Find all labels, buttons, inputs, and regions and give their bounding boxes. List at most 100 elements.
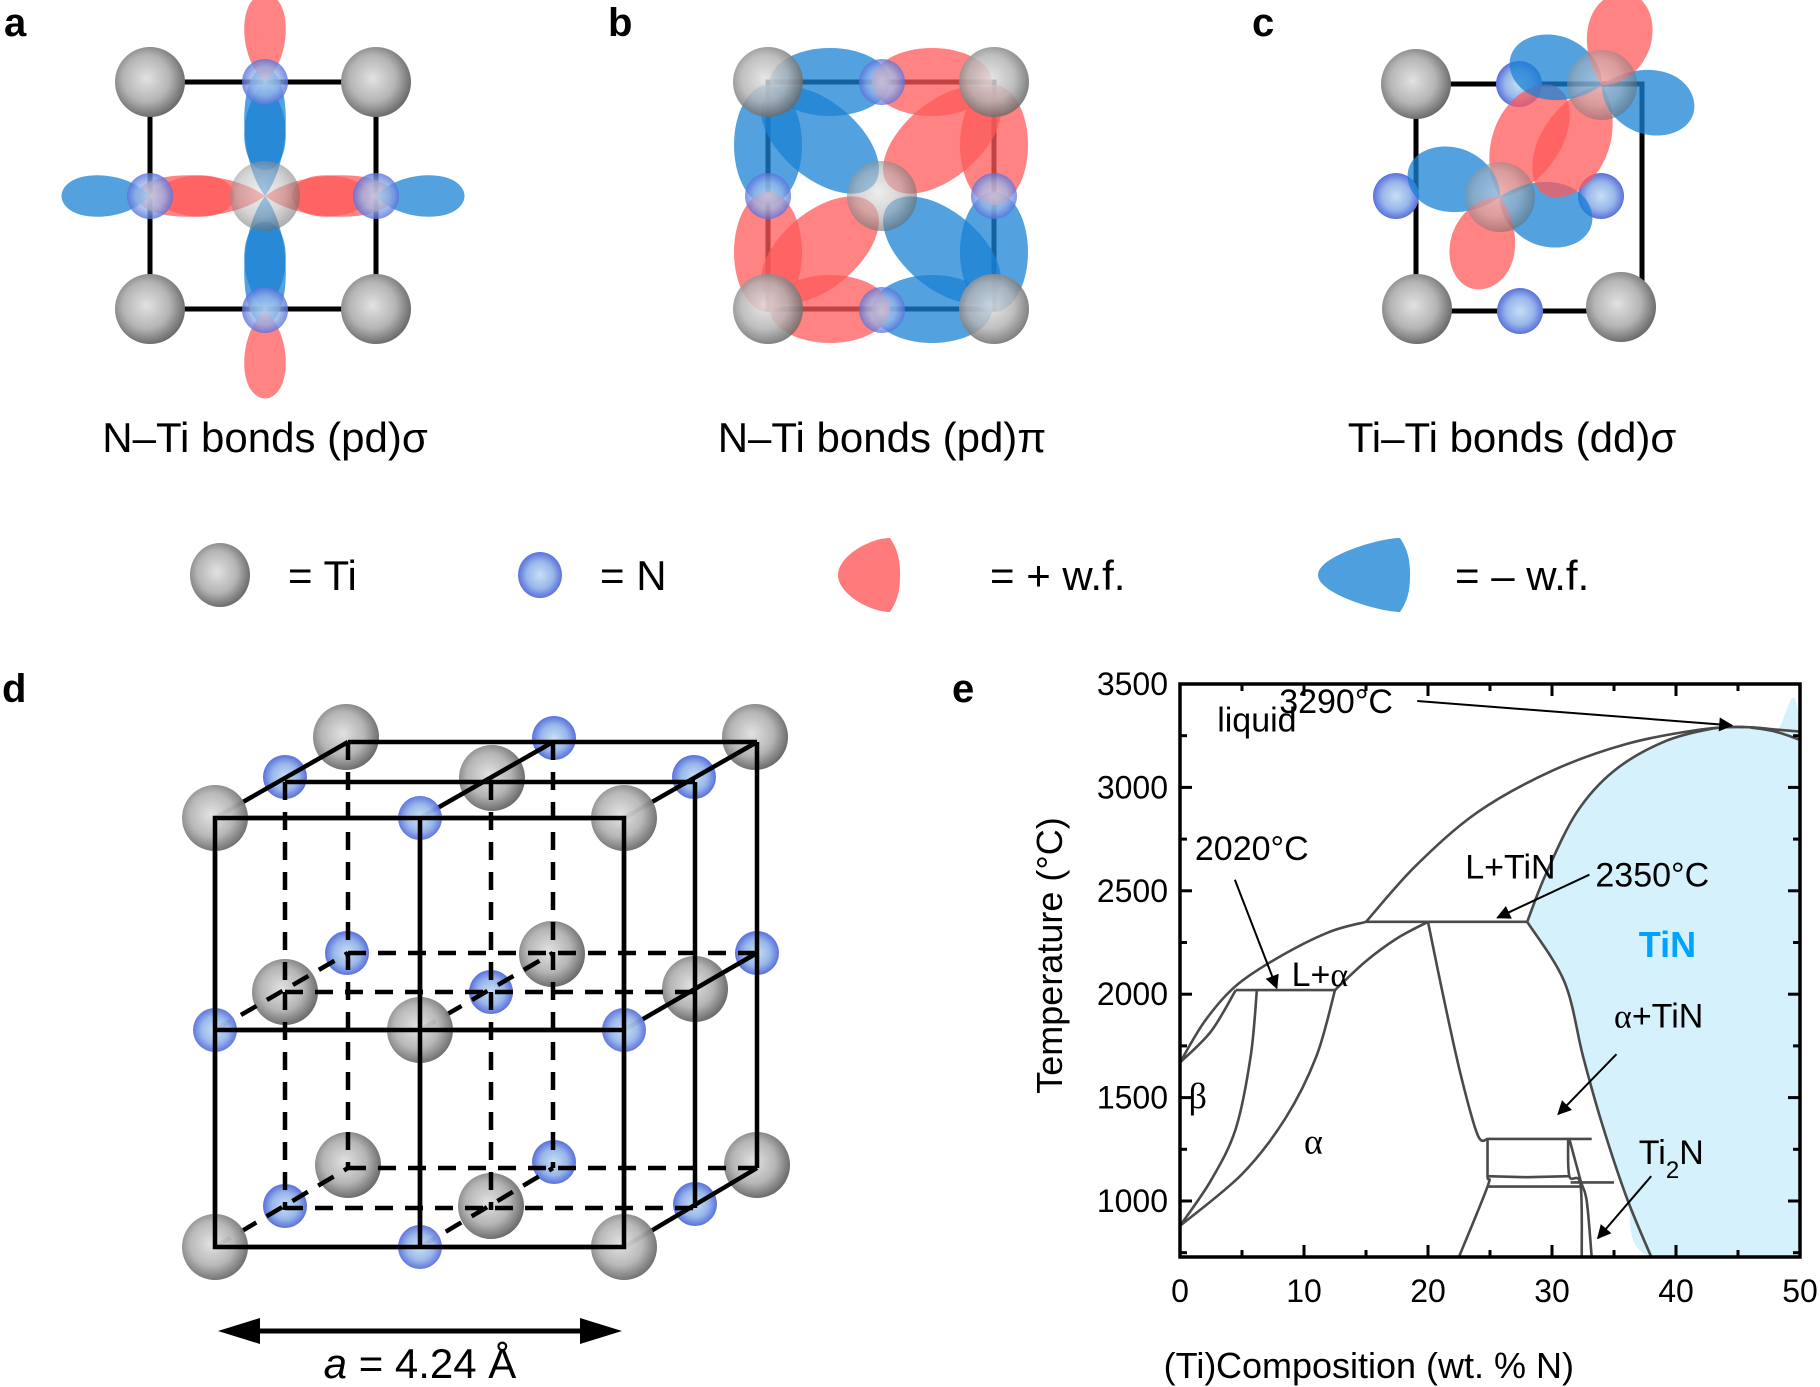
ti-atom [341,47,411,117]
y-axis-title: Temperature (°C) [1029,817,1070,1093]
n-atom [859,59,905,105]
panel-c-orbitals [1395,0,1707,302]
panel-c-caption: Ti–Ti bonds (dd)σ [1348,414,1677,461]
panel-e-letter: e [952,667,974,711]
y-tick-label: 1000 [1097,1183,1168,1219]
ti-atom [313,704,379,770]
temperature-annotation: 2020°C [1195,830,1309,868]
panel-c: c Ti–Ti bonds (dd)σ [1252,0,1707,461]
tin-region [1527,697,1800,1257]
n-atom [1497,288,1543,334]
panel-b-orbitals [734,48,1028,343]
ti-atom [341,274,411,344]
panel-c-letter: c [1252,1,1274,45]
legend-item-n: = N [518,552,667,599]
legend-n-label: = N [600,552,667,599]
ti-atom [733,47,803,117]
region-label: α [1304,1121,1323,1161]
panel-b-caption: N–Ti bonds (pd)π [718,414,1047,461]
panel-d-letter: d [2,667,26,711]
n-atom [353,173,399,219]
phase-boundary-alpha-solidus [1334,920,1429,992]
x-tick-label: 40 [1658,1273,1694,1309]
panel-d-dashed-edges [213,742,757,1249]
annotation-arrow [1233,879,1279,990]
ti-atom [959,274,1029,344]
x-axis-title: Composition (wt. % N) [1216,1345,1574,1386]
lattice-symbol: a [324,1340,347,1387]
panel-b-atoms [733,47,1029,344]
region-label: liquid [1217,702,1296,740]
panel-b-letter: b [608,1,632,45]
panel-a: a [4,0,465,461]
ti-atom [1465,162,1535,232]
phase-boundary-beta-transus-upper [1180,989,1259,1227]
negative-wavefunction-icon [1318,538,1410,612]
phase-boundary-tin-top-right [1750,726,1800,742]
ti-atom [115,47,185,117]
panel-d-front-edges-overlay [212,815,627,1250]
n-atom [242,59,288,105]
temperature-annotation: 2350°C [1595,857,1709,895]
y-tick-label: 3500 [1097,666,1168,702]
ti-atom [115,274,185,344]
n-atom-icon [518,552,562,598]
region-label: TiN [1639,924,1696,965]
region-label: β [1189,1076,1207,1116]
n-atom [127,173,173,219]
panel-a-caption: N–Ti bonds (pd)σ [102,414,428,461]
phase-boundary-tin-solidus [1525,725,1745,923]
legend-item-neg: = – w.f. [1318,538,1589,612]
ti-atom [847,161,917,231]
phase-boundary-beta-transus-lower [1180,989,1337,1227]
legend-ti-label: = Ti [288,552,357,599]
panel-d: d [2,667,790,1387]
phase-boundary-liquidus-left [1180,920,1367,1064]
temperature-annotation: 3290°C [1279,683,1393,721]
y-tick-label: 2000 [1097,976,1168,1012]
x-tick-label: 50 [1782,1273,1818,1309]
ti-atom [1382,274,1452,344]
phase-boundary-ti2n-v1 [1566,1138,1584,1257]
region-label: Ti2N [1639,1134,1704,1184]
n-atom [745,173,791,219]
y-tick-label: 3000 [1097,769,1168,805]
annotation-arrow [1557,1053,1618,1116]
ti-atom-icon [190,543,250,607]
lattice-value: = 4.24 Å [347,1340,516,1387]
legend: = Ti = N = + w.f. = – w.f. [190,538,1589,612]
phase-boundary-ti2n-left [1457,1138,1491,1257]
positive-wavefunction-icon [838,538,900,612]
lattice-constant-arrow [218,1318,622,1344]
phase-boundary-beta-liquidus [1180,989,1237,1064]
x-axis-prefix: (Ti) [1164,1345,1217,1386]
phase-boundary-alpha-boundary [1426,921,1489,1143]
panel-a-letter: a [4,1,27,45]
ti-atom [230,161,300,231]
ti-atom [1567,50,1637,120]
legend-item-pos: = + w.f. [838,538,1125,612]
region-label: α+TiN [1614,997,1703,1035]
legend-pos-label: = + w.f. [990,552,1125,599]
annotation-arrow [1496,873,1590,919]
phase-boundary-iso-1120 [1487,1174,1570,1179]
n-atom [859,287,905,333]
region-label: L+α [1292,956,1349,994]
x-tick-label: 30 [1534,1273,1570,1309]
ti-atom [959,47,1029,117]
panel-b: b N–Ti bon [608,1,1046,461]
panel-a-atoms [115,47,411,344]
n-atom [971,173,1017,219]
n-atom [242,287,288,333]
x-tick-label: 20 [1410,1273,1446,1309]
phase-boundary-ti2n-v2 [1568,1138,1593,1257]
plot-area [1180,697,1800,1257]
y-tick-label: 2500 [1097,873,1168,909]
ti-atom [733,274,803,344]
legend-neg-label: = – w.f. [1455,552,1589,599]
ti-atom [1586,272,1656,342]
y-tick-label: 1500 [1097,1080,1168,1116]
